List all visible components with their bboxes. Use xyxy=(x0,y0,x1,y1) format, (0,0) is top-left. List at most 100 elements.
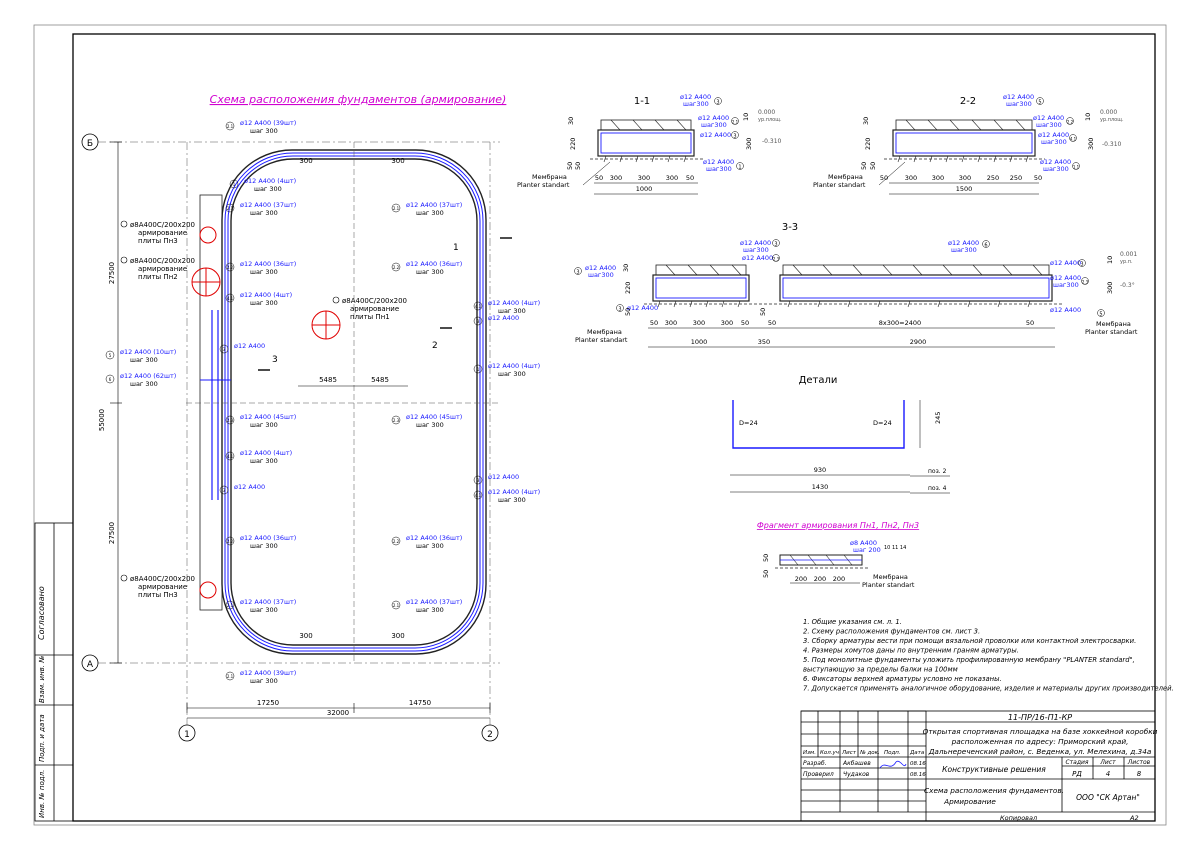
stamp-sheet: 4 xyxy=(1106,770,1110,778)
axis-2: 2 xyxy=(487,730,493,740)
callout-step: шаг 300 xyxy=(498,307,526,315)
callout-number: 2.3 xyxy=(227,418,234,423)
note-line: выступающую за пределы балки на 100мм xyxy=(803,666,958,674)
dim-left-w: 17250 xyxy=(257,699,279,707)
stamp-h-dok: № док. xyxy=(859,750,880,756)
stamp-drawing-l2: Армирование xyxy=(943,797,996,806)
callout-marker xyxy=(391,536,401,546)
axis-a: А xyxy=(87,660,94,670)
details-d1: D=24 xyxy=(739,419,758,427)
callout-marker xyxy=(229,179,239,189)
callout-rebar: ø12 А400 (37шт) xyxy=(406,201,462,209)
callout-rebar: ø12 А400 (37шт) xyxy=(240,598,296,606)
callout-marker xyxy=(225,121,235,131)
stamp-format: А2 xyxy=(1129,814,1139,822)
sec11-membrane: Мембрана xyxy=(532,173,567,181)
sec33-h10: 10 xyxy=(1106,256,1114,264)
plate-mark-pn3-top xyxy=(199,226,217,244)
fragment-membrane: Мембрана xyxy=(873,573,908,581)
callout-number: 2.1 xyxy=(393,206,400,211)
callout-marker xyxy=(391,203,401,213)
callout-number: 1 xyxy=(477,367,480,372)
callout-step: шаг 300 xyxy=(254,185,282,193)
details-p2: поз. 2 xyxy=(928,468,947,475)
note-line: 4. Размеры хомутов даны по внутренним гр… xyxy=(803,647,1019,655)
callout-number: 3 xyxy=(477,478,480,483)
dim-300-br: 300 xyxy=(391,632,404,640)
callout-rebar: ø12 А400 (36шт) xyxy=(406,260,462,268)
note-line: 7. Допускается применять аналогичное обо… xyxy=(803,685,1174,693)
callout-step: шаг 300 xyxy=(498,370,526,378)
sec33-lev1b: ур.п. xyxy=(1120,259,1133,265)
stamp-r1-name: Акбашев xyxy=(842,760,871,767)
general-notes: 1. Общие указания см. л. 1.2. Схему расп… xyxy=(803,618,1174,693)
stamp-h-list: Лист xyxy=(841,750,857,756)
callout-marker xyxy=(225,671,235,681)
sec22-d300a: 300 xyxy=(905,174,917,182)
callout-number: 3 xyxy=(223,347,226,352)
callout-marker xyxy=(105,350,115,360)
sec22-l3: ø12 А400 xyxy=(1038,131,1069,139)
sec22-d250b: 250 xyxy=(1010,174,1022,182)
side-agreed: Согласовано xyxy=(37,586,46,640)
sec33-l1b: шаг300 xyxy=(588,271,614,279)
sec33-d50b: 50 xyxy=(741,319,749,327)
plate-pn3-bottom-t1: ø8А400С/200х200 xyxy=(130,575,195,583)
callout-marker xyxy=(225,262,235,272)
plate-pn3-top-t3: плиты Пн3 xyxy=(138,237,178,245)
details-d2: D=24 xyxy=(873,419,892,427)
sec22-l1b: шаг300 xyxy=(1006,100,1032,108)
stamp-project-l2: расположенная по адресу: Приморский край… xyxy=(951,737,1129,746)
sec22-total: 1500 xyxy=(956,185,973,193)
sec11-d300c: 300 xyxy=(666,174,678,182)
sec22-h30: 30 xyxy=(862,117,870,125)
fragment-d200b: 200 xyxy=(814,575,826,583)
callout-marker xyxy=(391,600,401,610)
callout-step: шаг 300 xyxy=(130,380,158,388)
callout-marker xyxy=(225,536,235,546)
sec33-n3: 2.3 xyxy=(773,257,780,262)
sec11-l3: ø12 А400 xyxy=(700,131,731,139)
sec22-n1: 5 xyxy=(1038,100,1041,106)
sec11-lev1: 0.000 xyxy=(758,109,775,116)
callout-step: шаг 300 xyxy=(250,209,278,217)
callout-number: 4.1 xyxy=(227,296,234,301)
note-line: 5. Под монолитные фундаменты уложить про… xyxy=(803,656,1135,664)
cut-mark-2: 2 xyxy=(432,341,438,351)
callout-rebar: ø12 А400 (37шт) xyxy=(406,598,462,606)
plate-pn3-top-t1: ø8А400С/200х200 xyxy=(130,221,195,229)
sec11-lev2: -0.310 xyxy=(762,138,782,145)
plate-pn1-t2: армирование xyxy=(350,305,399,313)
sec33-h50b: 50 xyxy=(759,308,767,316)
callout-number: 5 xyxy=(109,353,112,358)
stamp-r1-date: 08.16 xyxy=(910,761,926,767)
note-line: 2. Схему расположения фундаментов см. ли… xyxy=(803,628,980,636)
stamp-h-stage: Стадия xyxy=(1065,759,1088,766)
sec33-l7b: шаг300 xyxy=(1053,281,1079,289)
plan-view: Схема расположения фундаментов (армирова… xyxy=(81,93,540,742)
callout-step: шаг 300 xyxy=(416,542,444,550)
stamp-h-data: Дата xyxy=(909,750,925,756)
signature xyxy=(879,760,907,769)
side-stamp: Согласовано Взам. инв. № Подп. и дата Ин… xyxy=(34,522,74,822)
callout-number: 2.1 xyxy=(227,674,234,679)
sec22-title: 2-2 xyxy=(960,96,976,107)
sec22-h10: 10 xyxy=(1084,113,1092,121)
stamp-h-podp: Подп. xyxy=(884,750,901,756)
sec33-n5: 6 xyxy=(984,243,987,249)
callout-rebar: ø12 А400 (39шт) xyxy=(240,669,296,677)
dim-total-h: 55000 xyxy=(98,409,106,431)
stamp-r1-role: Разраб. xyxy=(803,760,827,767)
plate-pn3-top-t2: армирование xyxy=(138,229,187,237)
stamp-org: ООО "СК Артан" xyxy=(1076,793,1140,802)
section-3-3: 3-3 ø12 А400 шаг300 3 ø12 А400 3 шаг300 … xyxy=(574,222,1138,348)
callout-number: 3 xyxy=(477,319,480,324)
stamp-drawing-l1: Схема расположения фундаментов. xyxy=(924,786,1064,795)
sec33-l1: ø12 А400 xyxy=(585,264,616,272)
cut-mark-1: 1 xyxy=(453,243,459,253)
sec33-n2: 3 xyxy=(774,242,777,248)
callout-rebar: ø12 А400 (45шт) xyxy=(240,413,296,421)
sec11-l1b: шаг300 xyxy=(683,100,709,108)
callout-marker xyxy=(473,490,483,500)
sec11-title: 1-1 xyxy=(634,96,650,107)
